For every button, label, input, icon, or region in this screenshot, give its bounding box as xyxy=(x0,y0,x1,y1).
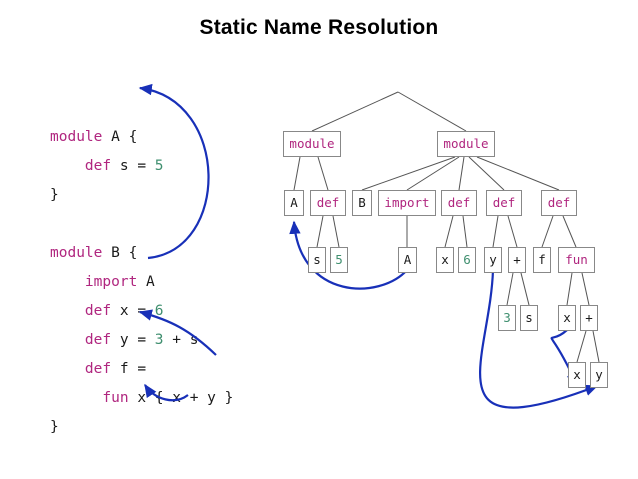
tree-node-def-x: def xyxy=(441,190,477,216)
tree-node-f-name: f xyxy=(533,247,551,273)
tree-edge xyxy=(361,156,456,191)
code-line: def f = xyxy=(50,355,233,384)
tree-resolution-arrow xyxy=(550,329,579,387)
tree-node-def-y: def xyxy=(486,190,522,216)
code-token: s = xyxy=(111,158,155,174)
tree-edge xyxy=(562,215,577,248)
tree-node-five: 5 xyxy=(330,247,348,273)
tree-node-a-name: A xyxy=(284,190,304,216)
tree-edge xyxy=(492,215,499,248)
code-token: 5 xyxy=(154,158,164,174)
tree-edge xyxy=(311,91,399,132)
tree-node-three: 3 xyxy=(498,305,516,331)
code-token: } xyxy=(50,419,59,435)
code-resolution-arrow xyxy=(144,383,189,402)
tree-resolution-arrow xyxy=(289,220,408,290)
code-token: def xyxy=(84,158,112,174)
tree-edge xyxy=(444,215,454,248)
code-token: def xyxy=(84,361,112,377)
code-token: } xyxy=(50,187,59,203)
tree-node-six: 6 xyxy=(458,247,476,273)
tree-node-mod-a: module xyxy=(283,131,341,157)
code-token: module xyxy=(50,129,103,145)
code-line: } xyxy=(50,181,233,210)
tree-node-s-ref: s xyxy=(520,305,538,331)
code-token: import xyxy=(84,274,138,290)
tree-edge xyxy=(468,156,505,191)
tree-edge xyxy=(566,272,573,306)
code-token: + s xyxy=(163,332,199,348)
tree-edge xyxy=(458,156,465,191)
tree-node-fun: fun xyxy=(558,247,595,273)
code-token: 3 xyxy=(154,332,164,348)
tree-node-def-f: def xyxy=(541,190,577,216)
tree-edge xyxy=(506,272,514,306)
tree-node-import-a: A xyxy=(398,247,417,273)
tree-edge xyxy=(316,215,324,248)
tree-node-x-ref: x xyxy=(568,362,586,388)
tree-edge xyxy=(520,272,530,306)
tree-edge xyxy=(317,156,329,191)
code-token: y = xyxy=(111,332,155,348)
tree-resolution-arrow xyxy=(479,269,599,409)
tree-edge xyxy=(576,330,587,363)
tree-edge xyxy=(507,215,518,248)
tree-node-s-name: s xyxy=(308,247,326,273)
code-resolution-arrow xyxy=(138,309,217,356)
code-line: module B { xyxy=(50,239,233,268)
code-token: B { xyxy=(102,245,138,261)
code-token: fun xyxy=(102,390,129,406)
code-token: A { xyxy=(102,129,138,145)
tree-node-x-param: x xyxy=(558,305,576,331)
tree-node-y-name: y xyxy=(484,247,502,273)
tree-node-b-name: B xyxy=(352,190,372,216)
tree-edge xyxy=(406,156,460,191)
tree-edge xyxy=(581,272,590,306)
tree-node-x-name: x xyxy=(436,247,454,273)
code-token: A xyxy=(137,274,155,290)
code-token: def xyxy=(84,332,112,348)
code-token: f = xyxy=(111,361,147,377)
code-line: import A xyxy=(50,268,233,297)
tree-edge xyxy=(541,215,554,248)
code-token: 6 xyxy=(154,303,164,319)
code-line: } xyxy=(50,413,233,442)
page-title: Static Name Resolution xyxy=(199,16,439,39)
code-line: def s = 5 xyxy=(50,152,233,181)
tree-node-mod-b: module xyxy=(437,131,495,157)
tree-node-import: import xyxy=(378,190,436,216)
tree-edge xyxy=(332,215,340,248)
code-token: module xyxy=(50,245,103,261)
code-line: module A { xyxy=(50,123,233,152)
tree-node-y-ref: y xyxy=(590,362,608,388)
tree-edge xyxy=(592,330,600,363)
code-token: def xyxy=(84,303,112,319)
code-line: def y = 3 + s xyxy=(50,326,233,355)
tree-edge xyxy=(476,156,560,191)
tree-edge xyxy=(462,215,468,248)
code-resolution-arrow xyxy=(138,83,210,260)
tree-node-plus-2: + xyxy=(580,305,598,331)
tree-edge xyxy=(293,156,301,191)
tree-node-plus-1: + xyxy=(508,247,526,273)
tree-node-def-s: def xyxy=(310,190,346,216)
tree-edge xyxy=(397,91,467,132)
